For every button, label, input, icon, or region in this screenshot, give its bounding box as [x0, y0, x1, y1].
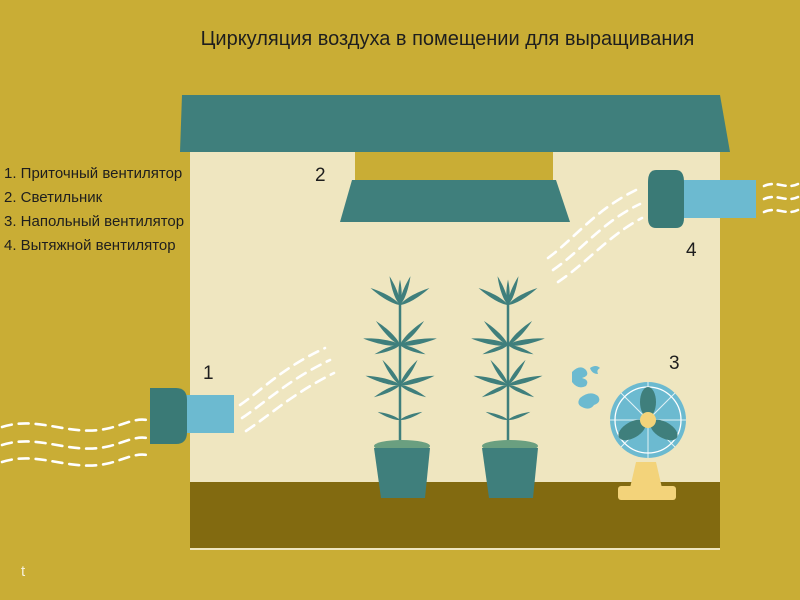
air-flow-icon [762, 182, 800, 214]
floor-fan-icon [610, 382, 686, 500]
watermark: t [21, 563, 26, 580]
legend-item-intake-fan: 1. Приточный вентилятор [4, 165, 183, 182]
intake-fan-icon [150, 388, 234, 444]
label-number-4: 4 [686, 240, 697, 261]
label-number-2: 2 [315, 165, 326, 186]
plant-icon [471, 276, 546, 498]
legend-item-floor-fan: 3. Напольный вентилятор [4, 213, 185, 230]
roof [180, 95, 730, 152]
label-number-3: 3 [669, 353, 680, 374]
legend: 1. Приточный вентилятор 2. Светильник 3.… [4, 162, 184, 258]
legend-item-exhaust-fan: 4. Вытяжной вентилятор [4, 237, 176, 254]
plant-icon [363, 276, 438, 498]
exhaust-fan-icon [648, 170, 756, 228]
label-number-1: 1 [203, 363, 214, 384]
air-flow-icon [546, 188, 644, 284]
diagram-title: Циркуляция воздуха в помещении для выращ… [200, 28, 695, 50]
air-flow-icon [0, 418, 149, 467]
legend-item-lamp: 2. Светильник [4, 189, 103, 206]
lamp-icon [340, 152, 570, 222]
air-flow-icon [572, 366, 600, 409]
air-flow-icon [238, 346, 336, 433]
